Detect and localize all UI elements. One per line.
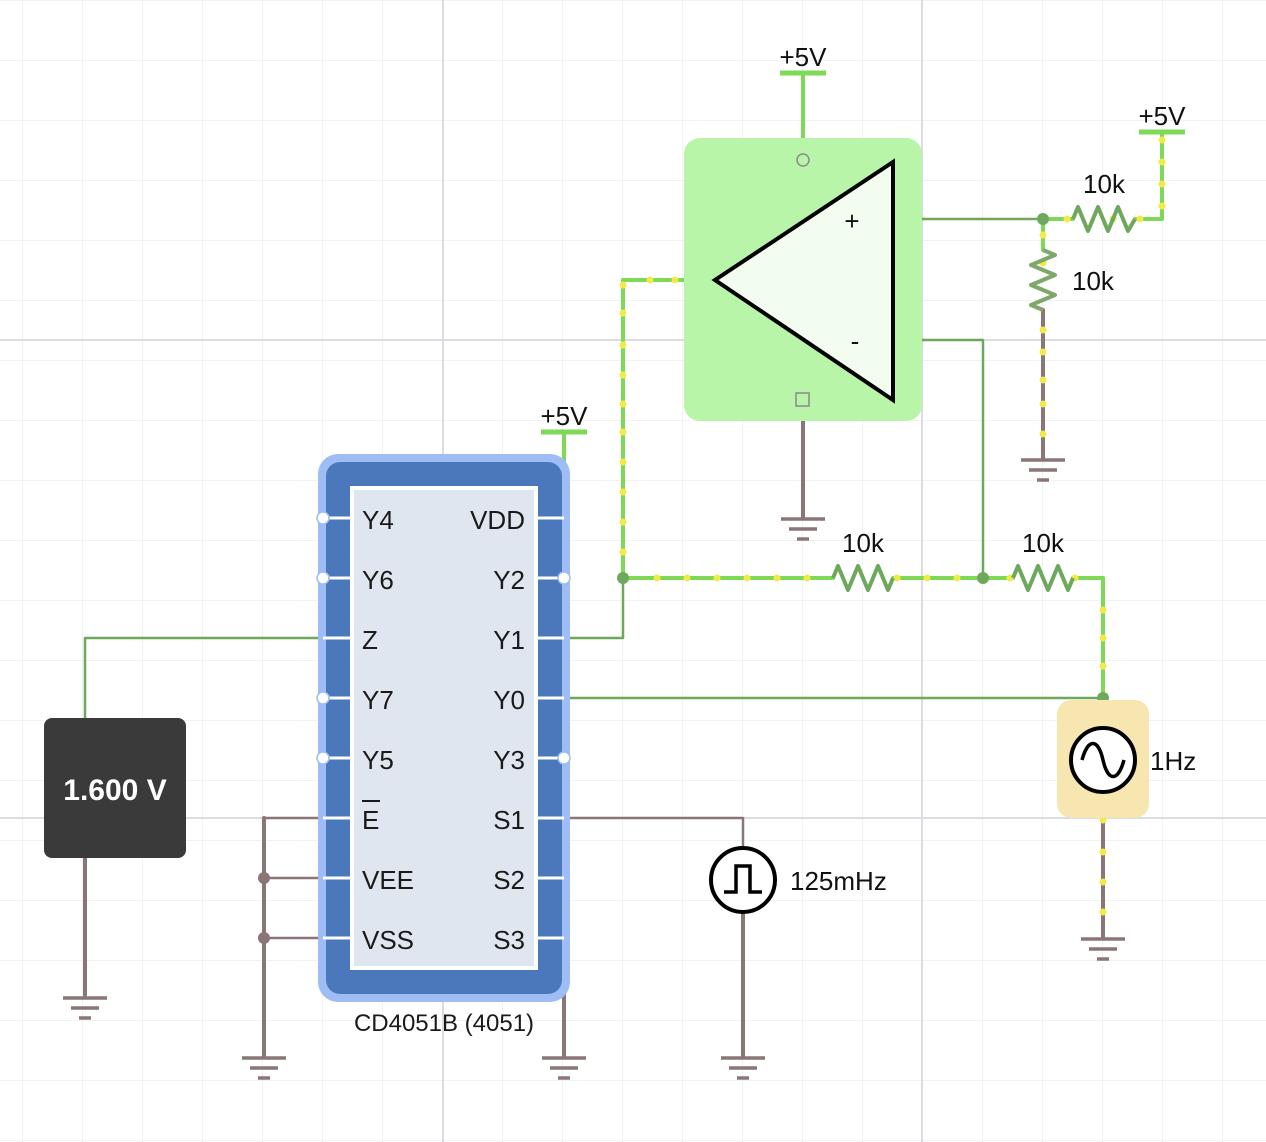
supply-label: +5V	[541, 401, 589, 431]
supply-label: +5V	[780, 42, 828, 72]
resistor-r2[interactable]	[1029, 248, 1057, 312]
supply-vdd[interactable]: +5V	[541, 401, 589, 435]
opamp-vminus-pin[interactable]	[795, 392, 810, 407]
ground-icon	[1081, 937, 1125, 961]
voltmeter-reading: 1.600 V	[63, 774, 166, 807]
ground-icon	[63, 996, 107, 1020]
square-frequency-label: 125mHz	[790, 866, 887, 896]
square-wave-icon	[724, 864, 762, 894]
sine-wave-icon	[1080, 741, 1126, 779]
pin-y7-terminal	[316, 691, 330, 705]
pin-y6-terminal	[316, 571, 330, 585]
resistor-r3[interactable]	[831, 564, 895, 592]
ground-icon	[721, 1056, 765, 1080]
pin-label-y6: Y6	[362, 565, 394, 595]
pin-label-vee: VEE	[362, 865, 414, 895]
pin-y4-terminal	[316, 511, 330, 525]
ground-symbols[interactable]	[63, 458, 1125, 1080]
resistor-label: 10k	[1072, 266, 1115, 296]
pin-label-y2: Y2	[493, 565, 525, 595]
pin-label-s3: S3	[493, 925, 525, 955]
pin-label-y7: Y7	[362, 685, 394, 715]
opamp-minus-symbol: -	[851, 326, 860, 356]
resistor-r1[interactable]	[1071, 205, 1137, 233]
ground-icon	[781, 517, 825, 541]
pin-label-y1: Y1	[493, 625, 525, 655]
pin-label-y3: Y3	[493, 745, 525, 775]
supply-right[interactable]: +5V	[1139, 101, 1187, 135]
pin-y5-terminal	[316, 751, 330, 765]
resistor-r4[interactable]	[1011, 564, 1075, 592]
pin-y3-terminal	[557, 751, 571, 765]
ground-icon	[242, 1056, 286, 1080]
voltmeter[interactable]: 1.600 V	[44, 718, 186, 858]
mux-chip[interactable]: Y4 Y6 Z Y7 Y5 E VEE VSS VDD Y2 Y1 Y0 Y3 …	[316, 454, 571, 1002]
resistor-label: 10k	[1022, 528, 1065, 558]
pin-label-vdd: VDD	[470, 505, 525, 535]
supply-label: +5V	[1139, 101, 1187, 131]
pin-label-z: Z	[362, 625, 378, 655]
pin-label-e: E	[362, 805, 379, 835]
pin-label-s1: S1	[493, 805, 525, 835]
pin-label-y0: Y0	[493, 685, 525, 715]
sine-frequency-label: 1Hz	[1150, 746, 1196, 776]
resistor-label: 10k	[842, 528, 885, 558]
pin-label-y5: Y5	[362, 745, 394, 775]
ground-icon	[542, 1056, 586, 1080]
opamp-plus-symbol: +	[844, 206, 859, 236]
chip-name-label: CD4051B (4051)	[354, 1010, 534, 1037]
pin-label-vss: VSS	[362, 925, 414, 955]
supply-top[interactable]: +5V	[780, 42, 828, 76]
pin-label-s2: S2	[493, 865, 525, 895]
square-source[interactable]	[709, 846, 777, 914]
pin-y2-terminal	[557, 571, 571, 585]
ground-icon	[1021, 458, 1065, 482]
sine-source[interactable]	[1057, 700, 1149, 818]
resistor-label: 10k	[1083, 169, 1126, 199]
opamp[interactable]: + -	[684, 138, 922, 421]
pin-label-y4: Y4	[362, 505, 394, 535]
opamp-vplus-pin[interactable]	[796, 153, 810, 167]
